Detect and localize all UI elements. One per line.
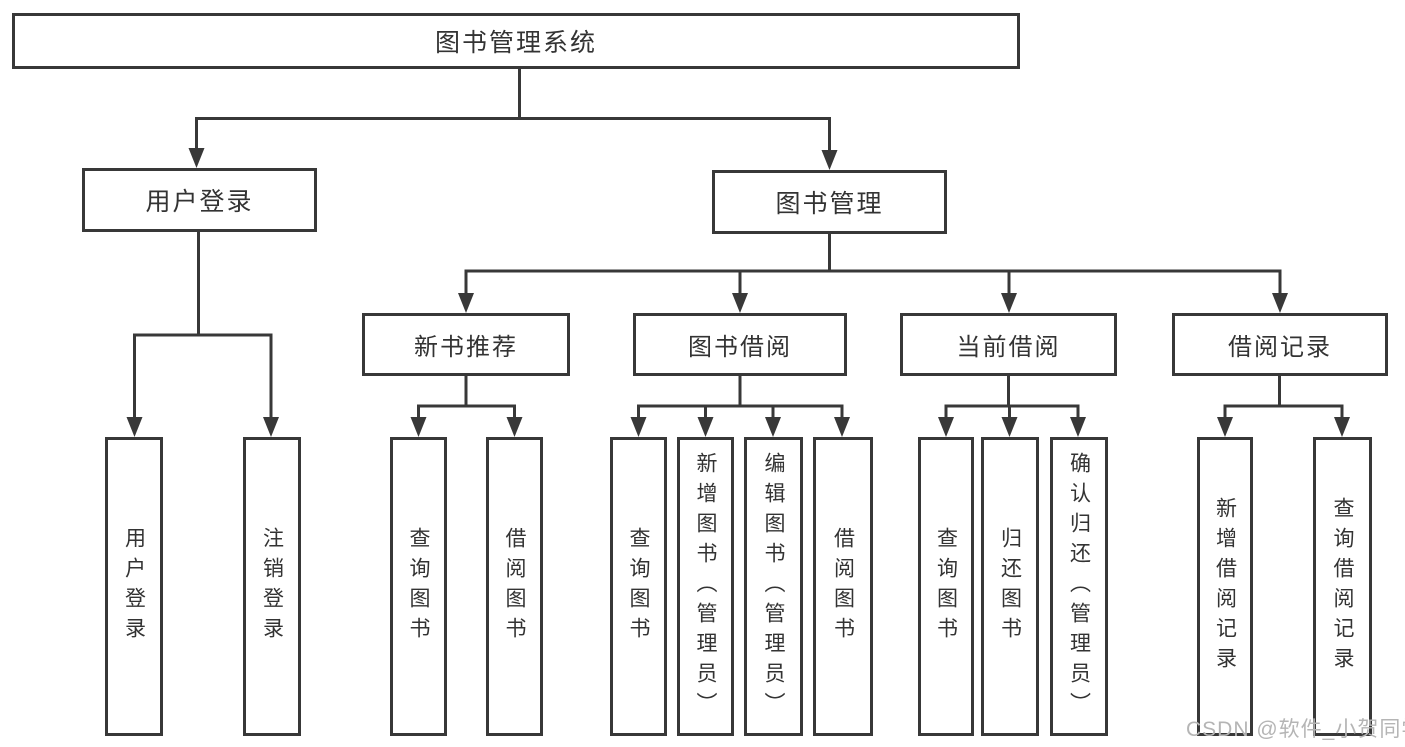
csdn-watermark: CSDN @软件_小贺同学	[1186, 718, 1405, 741]
node-book-borrow: 图书借阅	[633, 313, 847, 376]
arrowheads-book-management-level3	[458, 293, 1288, 313]
arrowheads-root-to-level2	[188, 148, 838, 170]
leaf-query-borrow-record: 查询借阅记录	[1313, 437, 1372, 736]
leaf-query-books-borrow: 查询图书	[610, 437, 667, 736]
connector-current-borrow-to-leaves	[944, 376, 1080, 419]
connector-new-book-recommend-to-leaves	[417, 376, 516, 419]
leaf-query-books-current: 查询图书	[918, 437, 974, 736]
leaf-return-books: 归还图书	[981, 437, 1039, 736]
leaf-query-books-recommend: 查询图书	[390, 437, 447, 736]
connector-book-borrow-to-leaves	[637, 376, 844, 419]
arrowheads-book-borrow-leaves	[630, 417, 850, 437]
arrowheads-current-borrow-leaves	[938, 417, 1086, 437]
leaf-logout: 注销登录	[243, 437, 301, 736]
node-book-management: 图书管理	[712, 170, 947, 234]
leaf-confirm-return-admin: 确认归还（管理员）	[1050, 437, 1108, 736]
node-user-login: 用户登录	[82, 168, 317, 232]
connector-user-login-to-leaves	[133, 232, 273, 419]
leaf-edit-books-admin: 编辑图书（管理员）	[744, 437, 803, 736]
node-root: 图书管理系统	[12, 13, 1020, 69]
leaf-borrow-books-borrow: 借阅图书	[813, 437, 873, 736]
node-current-borrow: 当前借阅	[900, 313, 1117, 376]
leaf-borrow-books-recommend: 借阅图书	[486, 437, 543, 736]
connector-root-to-level2	[195, 69, 831, 152]
arrowheads-user-login-leaves	[126, 417, 279, 437]
leaf-add-borrow-record: 新增借阅记录	[1197, 437, 1253, 736]
leaf-add-books-admin: 新增图书（管理员）	[677, 437, 734, 736]
connector-borrow-records-to-leaves	[1223, 376, 1344, 419]
arrowheads-new-book-recommend-leaves	[410, 417, 523, 437]
connector-book-management-to-level3	[464, 234, 1282, 295]
leaf-user-login: 用户登录	[105, 437, 163, 736]
arrowheads-borrow-records-leaves	[1217, 417, 1350, 437]
node-new-book-recommend: 新书推荐	[362, 313, 570, 376]
node-borrow-records: 借阅记录	[1172, 313, 1388, 376]
